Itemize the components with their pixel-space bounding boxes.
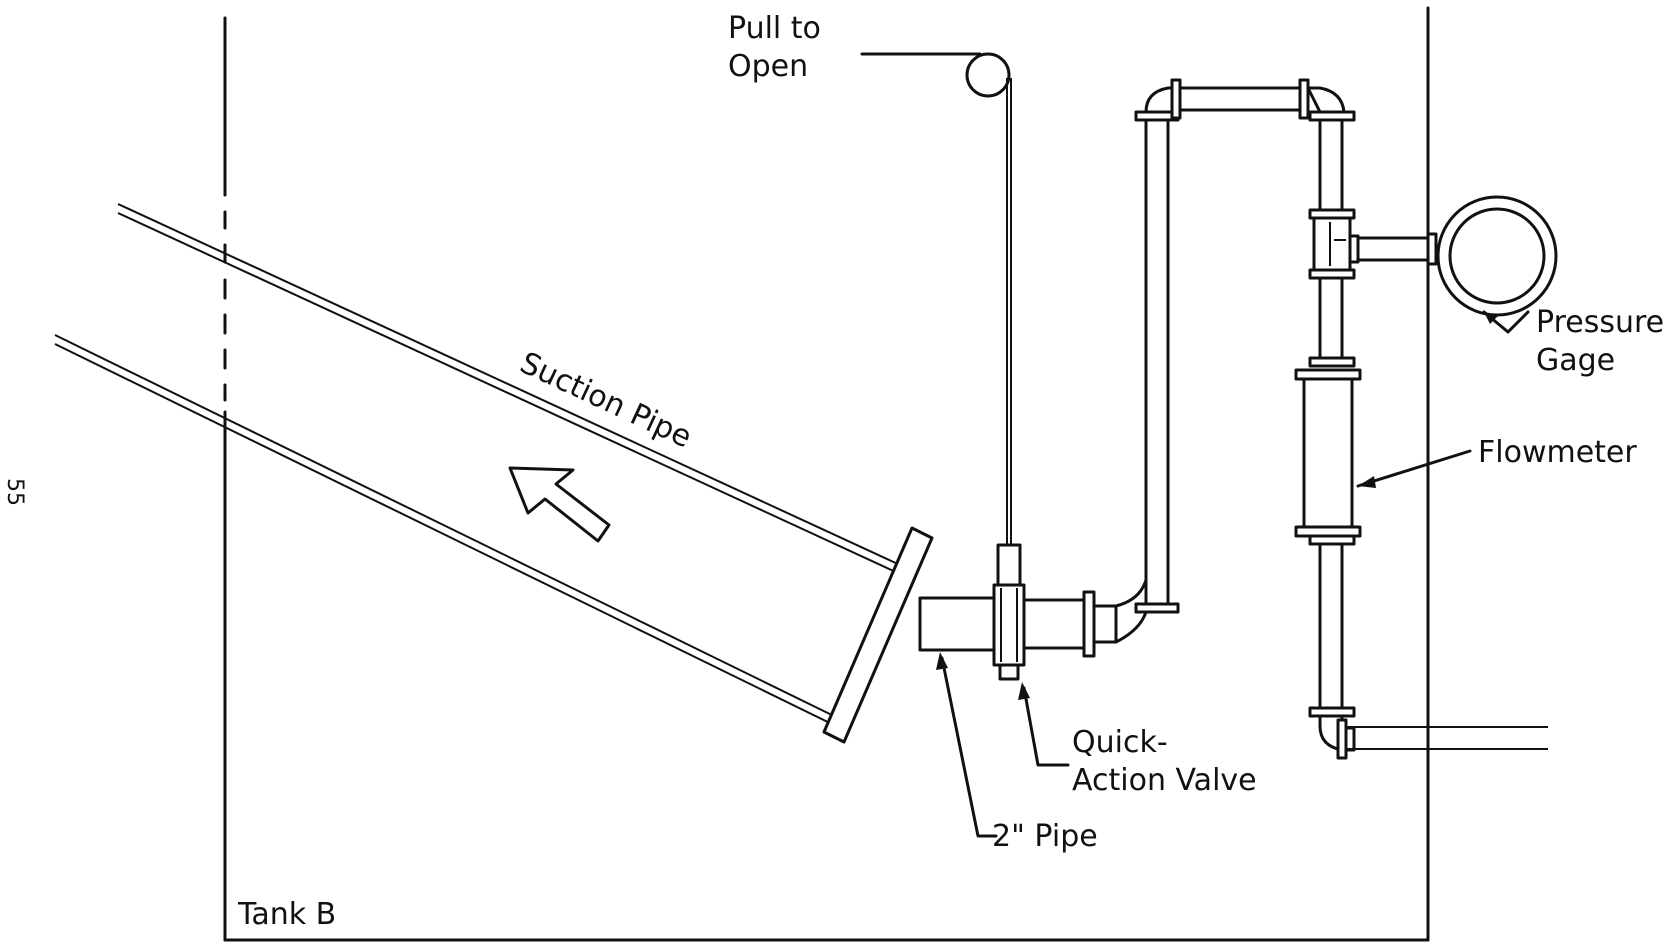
pressure-gage-branch <box>1348 232 1438 266</box>
tank-b-outline <box>223 6 1430 942</box>
pull-cord <box>860 52 1012 545</box>
flowmeter <box>1294 368 1362 538</box>
pressure-gage <box>1436 195 1558 317</box>
flow-direction-arrow <box>508 466 611 543</box>
lower-pipe <box>1308 534 1548 760</box>
riser-pipe <box>1134 86 1180 614</box>
flowmeter-leader <box>1356 449 1472 488</box>
pipe-end-plate <box>822 526 934 744</box>
quick-action-valve-leader <box>1018 682 1070 767</box>
tank-label: Tank B <box>237 897 336 932</box>
pressure-gage-label-2: Gage <box>1536 343 1615 378</box>
top-pipe <box>1170 78 1356 122</box>
two-inch-pipe-label: 2" Pipe <box>992 819 1098 854</box>
two-inch-pipe-leader <box>936 652 998 838</box>
quick-action-valve-label-1: Quick- <box>1072 725 1168 760</box>
pull-to-open-label-1: Pull to <box>728 11 821 46</box>
right-pipe <box>1308 118 1356 368</box>
pull-to-open-label-2: Open <box>728 49 808 84</box>
pressure-gage-label-1: Pressure <box>1536 305 1664 340</box>
suction-pipe <box>54 203 901 728</box>
quick-action-valve-label-2: Action Valve <box>1072 763 1257 798</box>
pressure-gage-leader <box>1482 310 1530 334</box>
valve-outlet-pipe <box>1022 578 1148 658</box>
quick-action-valve <box>992 543 1026 681</box>
page-number: 55 <box>2 478 27 506</box>
flowmeter-label: Flowmeter <box>1478 435 1637 470</box>
